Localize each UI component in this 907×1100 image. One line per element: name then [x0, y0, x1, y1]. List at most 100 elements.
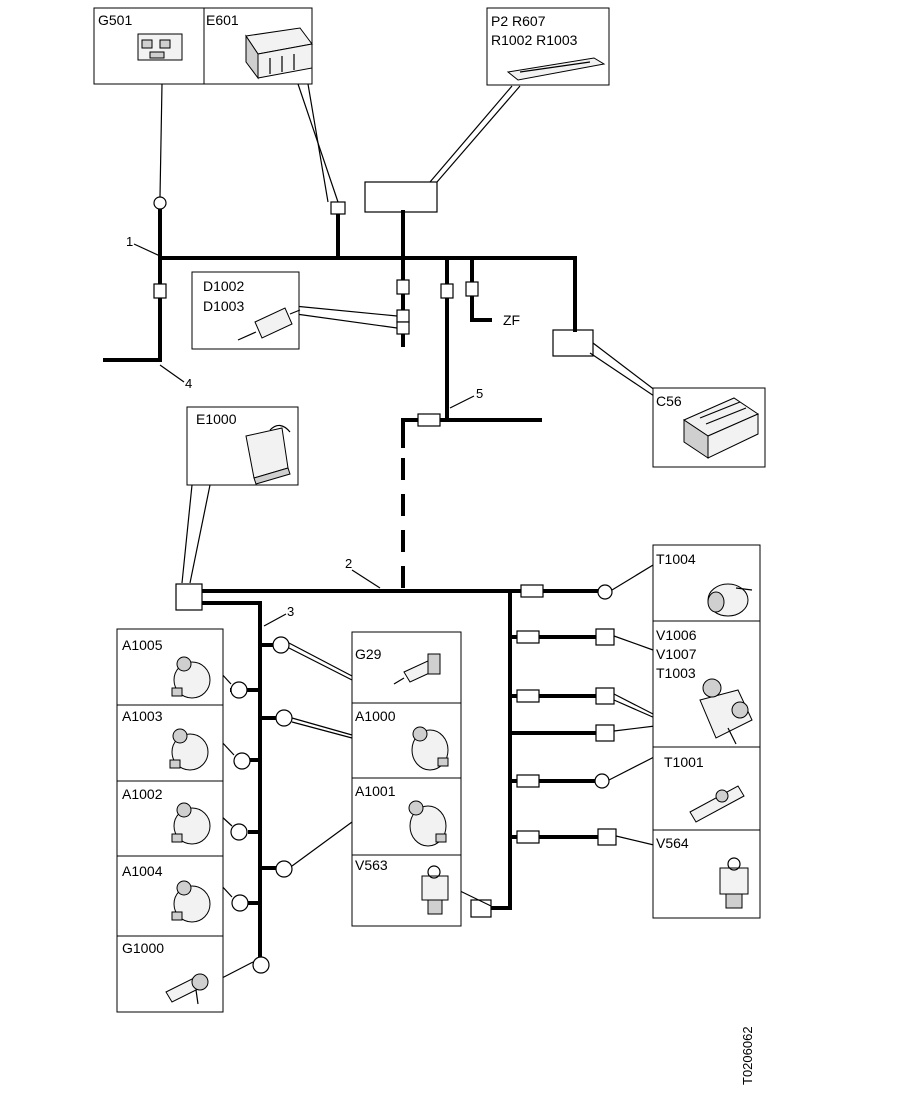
label-c56: C56: [656, 393, 682, 409]
label-e601: E601: [206, 12, 239, 28]
connector-e601: [330, 201, 346, 215]
component-box-a1001: A1001: [351, 777, 462, 856]
label-e1000: E1000: [196, 411, 237, 427]
connector-a1002: [230, 823, 248, 841]
callout-1: 1: [126, 234, 133, 249]
inline-connector-3: [440, 283, 454, 299]
figure-id: T0206062: [740, 1026, 755, 1085]
label-a1000: A1000: [355, 708, 396, 724]
label-t1003: T1003: [656, 665, 696, 681]
injector-icon: [169, 728, 209, 771]
connector-v564: [597, 828, 617, 846]
connector-t1004: [597, 584, 613, 600]
relay-icon: [137, 33, 183, 61]
label-v564: V564: [656, 835, 689, 851]
component-box-a1002: A1002: [116, 780, 224, 857]
label-t1004: T1004: [656, 551, 696, 567]
solenoid-valve-icon: [719, 857, 749, 909]
junction-box-c56: [552, 329, 594, 357]
label-v563: V563: [355, 857, 388, 873]
component-box-a1005: A1005: [116, 628, 224, 706]
injector-icon: [171, 880, 211, 923]
sensor-probe-icon: [393, 653, 441, 685]
label-zf: ZF: [503, 312, 520, 328]
control-unit-icon: [245, 424, 291, 485]
callout-4: 4: [185, 376, 192, 391]
label-d1003: D1003: [203, 298, 244, 314]
inline-connector-v1006: [516, 630, 540, 644]
component-box-v1006: V1006 V1007 T1003: [652, 620, 761, 748]
temperature-sensor-icon: [689, 785, 745, 823]
connector-d1002: [396, 309, 410, 323]
label-p2-r607: P2 R607: [491, 13, 546, 29]
component-box-c56: C56: [652, 387, 766, 468]
label-r1002-r1003: R1002 R1003: [491, 32, 578, 48]
label-t1001: T1001: [664, 754, 704, 770]
component-box-a1004: A1004: [116, 855, 224, 937]
inline-connector-1: [153, 283, 167, 299]
component-box-v564: V564: [652, 829, 761, 919]
label-d1002: D1002: [203, 278, 244, 294]
connector-t1003: [595, 724, 615, 742]
connector-a1001: [275, 860, 293, 878]
label-a1004: A1004: [122, 863, 163, 879]
component-box-g29: G29: [351, 631, 462, 704]
connector-v1007: [595, 687, 615, 705]
connector-g1000: [252, 956, 270, 974]
component-box-a1000: A1000: [351, 702, 462, 779]
connector-a1005: [230, 681, 248, 699]
label-a1002: A1002: [122, 786, 163, 802]
connector-g501: [153, 196, 167, 210]
valve-assembly-icon: [699, 678, 753, 745]
injector-icon: [408, 800, 447, 847]
connector-g29: [272, 636, 290, 654]
connector-v1006: [595, 628, 615, 646]
connector-a1004: [231, 894, 249, 912]
inline-connector-5: [417, 413, 441, 427]
callout-2: 2: [345, 556, 352, 571]
component-box-t1004: T1004: [652, 544, 761, 622]
inline-connector-v1007: [516, 689, 540, 703]
solenoid-valve-icon: [421, 865, 449, 915]
connector-a1000: [275, 709, 293, 727]
inline-connector-4: [465, 281, 479, 297]
label-v1007: V1007: [656, 646, 697, 662]
inline-connector-2: [396, 279, 410, 295]
injector-icon: [411, 726, 449, 771]
inline-connector-v564: [516, 830, 540, 844]
injector-icon: [171, 802, 211, 845]
component-box-p2-r607: P2 R607 R1002 R1003: [486, 7, 610, 86]
control-module-icon: [245, 27, 313, 80]
inline-connector-t1004: [520, 584, 544, 598]
component-box-a1003: A1003: [116, 704, 224, 782]
callout-5: 5: [476, 386, 483, 401]
central-junction-box: [364, 181, 438, 213]
circuit-board-icon: [506, 57, 606, 81]
component-box-g501: G501: [93, 7, 205, 85]
injector-icon: [171, 656, 211, 699]
component-box-g1000: G1000: [116, 935, 224, 1013]
harness-1: [103, 206, 577, 590]
component-box-v563: V563: [351, 854, 462, 927]
label-a1005: A1005: [122, 637, 163, 653]
component-box-t1001: T1001: [652, 746, 761, 831]
label-g501: G501: [98, 12, 132, 28]
fuse-box-icon: [682, 397, 760, 459]
label-g29: G29: [355, 646, 382, 662]
label-a1001: A1001: [355, 783, 396, 799]
label-a1003: A1003: [122, 708, 163, 724]
sensor-icon: [707, 583, 753, 617]
component-box-e1000: E1000: [186, 406, 299, 486]
connector-d1003: [396, 321, 410, 335]
sensor-probe-icon: [165, 973, 209, 1005]
connector-t1001: [594, 773, 610, 789]
connector-a1003: [233, 752, 251, 770]
label-v1006: V1006: [656, 627, 697, 643]
component-box-e601: E601: [203, 7, 313, 85]
connector-v563: [470, 899, 492, 918]
connector-e1000: [175, 583, 203, 611]
component-box-d1002: D1002 D1003: [191, 271, 301, 350]
inline-connector-t1001: [516, 774, 540, 788]
label-g1000: G1000: [122, 940, 164, 956]
